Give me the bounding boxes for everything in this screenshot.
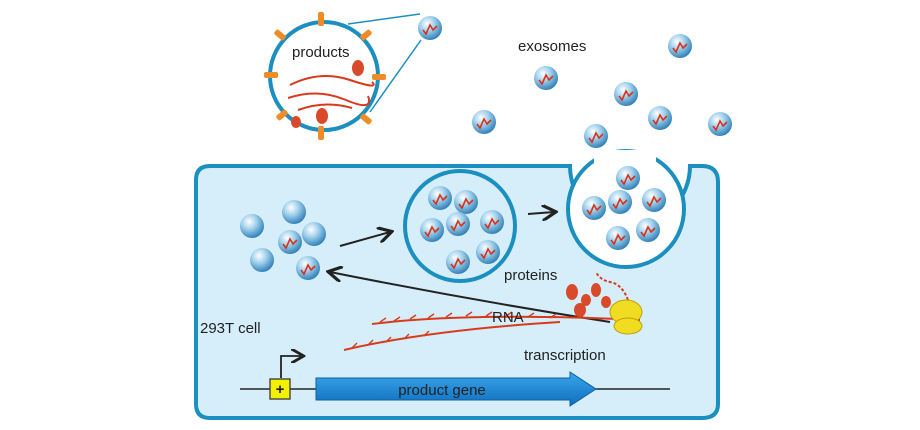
membrane-protein-spikes bbox=[264, 12, 386, 140]
rna-label: RNA bbox=[492, 309, 524, 326]
product-gene-arrow bbox=[315, 371, 597, 407]
exosome-icon bbox=[647, 105, 673, 131]
rna-strand bbox=[371, 315, 641, 325]
products-label: products bbox=[292, 44, 350, 61]
exosomes-label: exosomes bbox=[518, 38, 586, 55]
nascent-peptide bbox=[595, 271, 629, 301]
ribosome-icon bbox=[609, 299, 643, 335]
transcript-rna bbox=[343, 321, 561, 351]
exosome-icon bbox=[707, 111, 733, 137]
arrow-icon bbox=[339, 232, 390, 247]
cell-label: 293T cell bbox=[200, 320, 261, 337]
exosome-icon bbox=[667, 33, 693, 59]
exosome-icon bbox=[583, 123, 609, 149]
transcription-label: transcription bbox=[524, 347, 606, 364]
proteins-label: proteins bbox=[504, 267, 557, 284]
arrow-icon bbox=[330, 272, 611, 323]
protein-products bbox=[566, 283, 611, 317]
exosome-icon bbox=[533, 65, 559, 91]
inset-proteins bbox=[291, 60, 364, 128]
exosome-icon bbox=[417, 15, 443, 41]
released-exosomes bbox=[417, 15, 733, 149]
arrow-icon bbox=[527, 212, 554, 214]
product-gene-label: product gene bbox=[398, 382, 486, 399]
promoter-plus-box-icon bbox=[269, 378, 291, 400]
promoter-symbol: + bbox=[276, 381, 285, 398]
exosome-icon bbox=[471, 109, 497, 135]
promoter-start-arrow bbox=[280, 356, 302, 378]
exosome-icon bbox=[613, 81, 639, 107]
inset-rna-strands bbox=[287, 75, 375, 111]
